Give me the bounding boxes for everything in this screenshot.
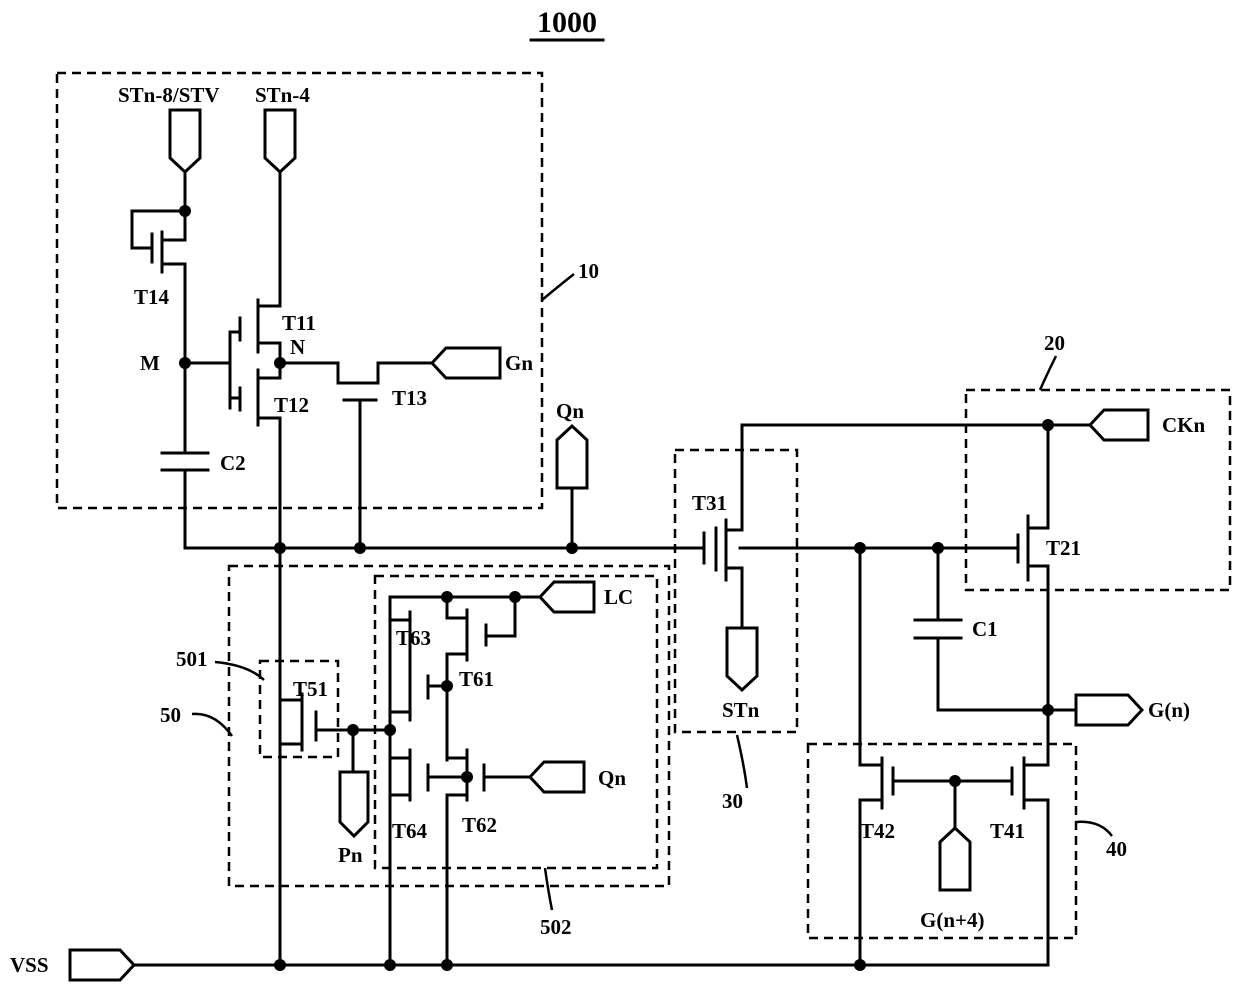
wire-t31-source-to-stn <box>726 568 742 628</box>
t21-drain <box>1028 425 1048 528</box>
junction-dot <box>566 542 578 554</box>
label-t11: T11 <box>282 311 316 335</box>
pin-qn-mid <box>530 762 584 792</box>
label-lc: LC <box>604 585 633 609</box>
label-t61: T61 <box>459 667 494 691</box>
label-block-501: 501 <box>176 647 208 671</box>
wire-t31-drain-to-ckn <box>726 425 1040 530</box>
junction-dot <box>441 680 453 692</box>
label-vss: VSS <box>10 953 49 977</box>
junction-dot <box>854 542 866 554</box>
junction-dot <box>441 591 453 603</box>
label-t63: T63 <box>396 626 431 650</box>
pin-gn <box>432 348 500 378</box>
junction-dot <box>274 542 286 554</box>
t21-source-to-gn <box>1028 566 1048 710</box>
pin-vss <box>70 950 134 980</box>
t41-drain <box>1024 710 1048 765</box>
junction-dot <box>932 542 944 554</box>
pin-qn-top <box>557 426 587 488</box>
label-t14: T14 <box>134 285 170 309</box>
label-block-40: 40 <box>1106 837 1127 861</box>
label-t51: T51 <box>293 677 328 701</box>
label-m: M <box>140 351 160 375</box>
pin-stn4 <box>265 110 295 172</box>
label-t13: T13 <box>392 386 427 410</box>
label-c1: C1 <box>972 617 998 641</box>
label-t64: T64 <box>392 819 428 843</box>
pin-gn4 <box>940 828 970 890</box>
junction-dot <box>1042 419 1054 431</box>
label-gn: Gn <box>505 351 533 375</box>
junction-dot <box>441 959 453 971</box>
leader-10 <box>542 274 574 300</box>
t41-source-to-vss <box>1024 800 1048 965</box>
label-block-30: 30 <box>722 789 743 813</box>
label-stn8: STn-8/STV <box>118 83 220 107</box>
junction-dot <box>509 591 521 603</box>
junction-dot <box>274 357 286 369</box>
wire-t14-diode <box>132 211 185 248</box>
label-t41: T41 <box>990 819 1025 843</box>
label-c2: C2 <box>220 451 246 475</box>
pin-stn <box>727 628 757 690</box>
label-t12: T12 <box>274 393 309 417</box>
junction-dot <box>354 542 366 554</box>
junction-dot <box>179 357 191 369</box>
label-ckn: CKn <box>1162 413 1206 437</box>
label-gn-out: G(n) <box>1148 698 1190 722</box>
junction-dot <box>949 775 961 787</box>
block-50-outline <box>229 566 669 886</box>
label-block-20: 20 <box>1044 331 1065 355</box>
label-t21: T21 <box>1046 536 1081 560</box>
label-stn: STn <box>722 698 760 722</box>
pin-lc <box>540 582 594 612</box>
junction-dot <box>274 959 286 971</box>
label-t31: T31 <box>692 491 727 515</box>
pin-ckn <box>1090 410 1148 440</box>
pin-stn8 <box>170 110 200 172</box>
junction-dot <box>384 724 396 736</box>
block-10-outline <box>57 73 542 508</box>
leader-502 <box>545 868 552 910</box>
label-block-502: 502 <box>540 915 572 939</box>
label-pn: Pn <box>338 843 363 867</box>
t14-drain <box>162 218 185 240</box>
leader-501 <box>215 662 264 680</box>
label-n: N <box>290 335 305 359</box>
pin-gn-out <box>1076 695 1142 725</box>
junction-dot <box>347 724 359 736</box>
label-qn-mid: Qn <box>598 766 626 790</box>
junction-dot <box>854 959 866 971</box>
label-gn4: G(n+4) <box>920 908 984 932</box>
junction-dot <box>1042 704 1054 716</box>
label-t62: T62 <box>462 813 497 837</box>
wire-c1-to-gn <box>938 638 1076 710</box>
label-block-10: 10 <box>578 259 599 283</box>
t11-drain <box>258 298 280 306</box>
label-t42: T42 <box>860 819 895 843</box>
wire-n-to-t13 <box>280 363 350 383</box>
leader-20 <box>1040 356 1056 390</box>
leader-30 <box>737 735 747 788</box>
label-block-50: 50 <box>160 703 181 727</box>
diagram-title: 1000 <box>537 6 597 39</box>
label-stn4: STn-4 <box>255 83 310 107</box>
wire-t13-to-gn <box>378 363 432 383</box>
junction-dot <box>179 205 191 217</box>
junction-dot <box>384 959 396 971</box>
t61-gate-to-lc <box>486 597 515 636</box>
leader-40 <box>1076 822 1112 836</box>
leader-50 <box>192 714 232 736</box>
label-qn-top: Qn <box>556 399 584 423</box>
junction-dot <box>461 771 473 783</box>
pin-pn <box>340 772 368 836</box>
t12-source-to-vss <box>258 418 280 965</box>
